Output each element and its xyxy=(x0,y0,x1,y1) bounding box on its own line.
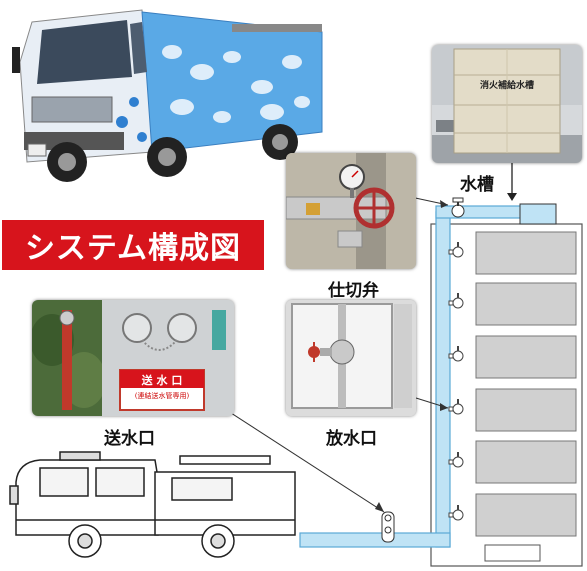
siamese-inlet-photo: 送 水 口 (連結送水管専用) xyxy=(32,300,234,416)
inlet-sign-sub: (連結送水管専用) xyxy=(134,392,190,400)
floor-4 xyxy=(475,388,577,432)
riser-pipe xyxy=(299,205,537,548)
floor-2 xyxy=(475,493,577,537)
tank-sign-text: 消火補給水槽 xyxy=(479,81,534,91)
siamese-inlet-symbol xyxy=(381,511,395,543)
label-discharge-outlet: 放水口 xyxy=(326,429,377,449)
label-siamese-inlet: 送水口 xyxy=(104,429,155,449)
floor-5 xyxy=(475,335,577,379)
fire-truck-outline xyxy=(9,451,296,558)
fire-truck-photo xyxy=(2,2,332,192)
label-gate-valve: 仕切弁 xyxy=(328,281,379,301)
title-banner: システム構成図 xyxy=(2,220,264,270)
floor-7 xyxy=(475,231,577,275)
water-tank-photo: 消火補給水槽 xyxy=(432,45,582,163)
label-water-tank: 水槽 xyxy=(460,175,494,195)
floor-outlets xyxy=(448,242,464,521)
ground-box xyxy=(484,544,541,562)
inlet-sign-main: 送 水 口 xyxy=(141,374,183,387)
gate-valve-symbol xyxy=(451,197,465,218)
gate-valve-photo xyxy=(286,153,416,269)
discharge-outlet-photo xyxy=(286,300,416,416)
water-tank-symbol xyxy=(507,161,557,225)
floor-6 xyxy=(475,282,577,326)
building-floors xyxy=(475,231,577,562)
floor-3 xyxy=(475,440,577,484)
